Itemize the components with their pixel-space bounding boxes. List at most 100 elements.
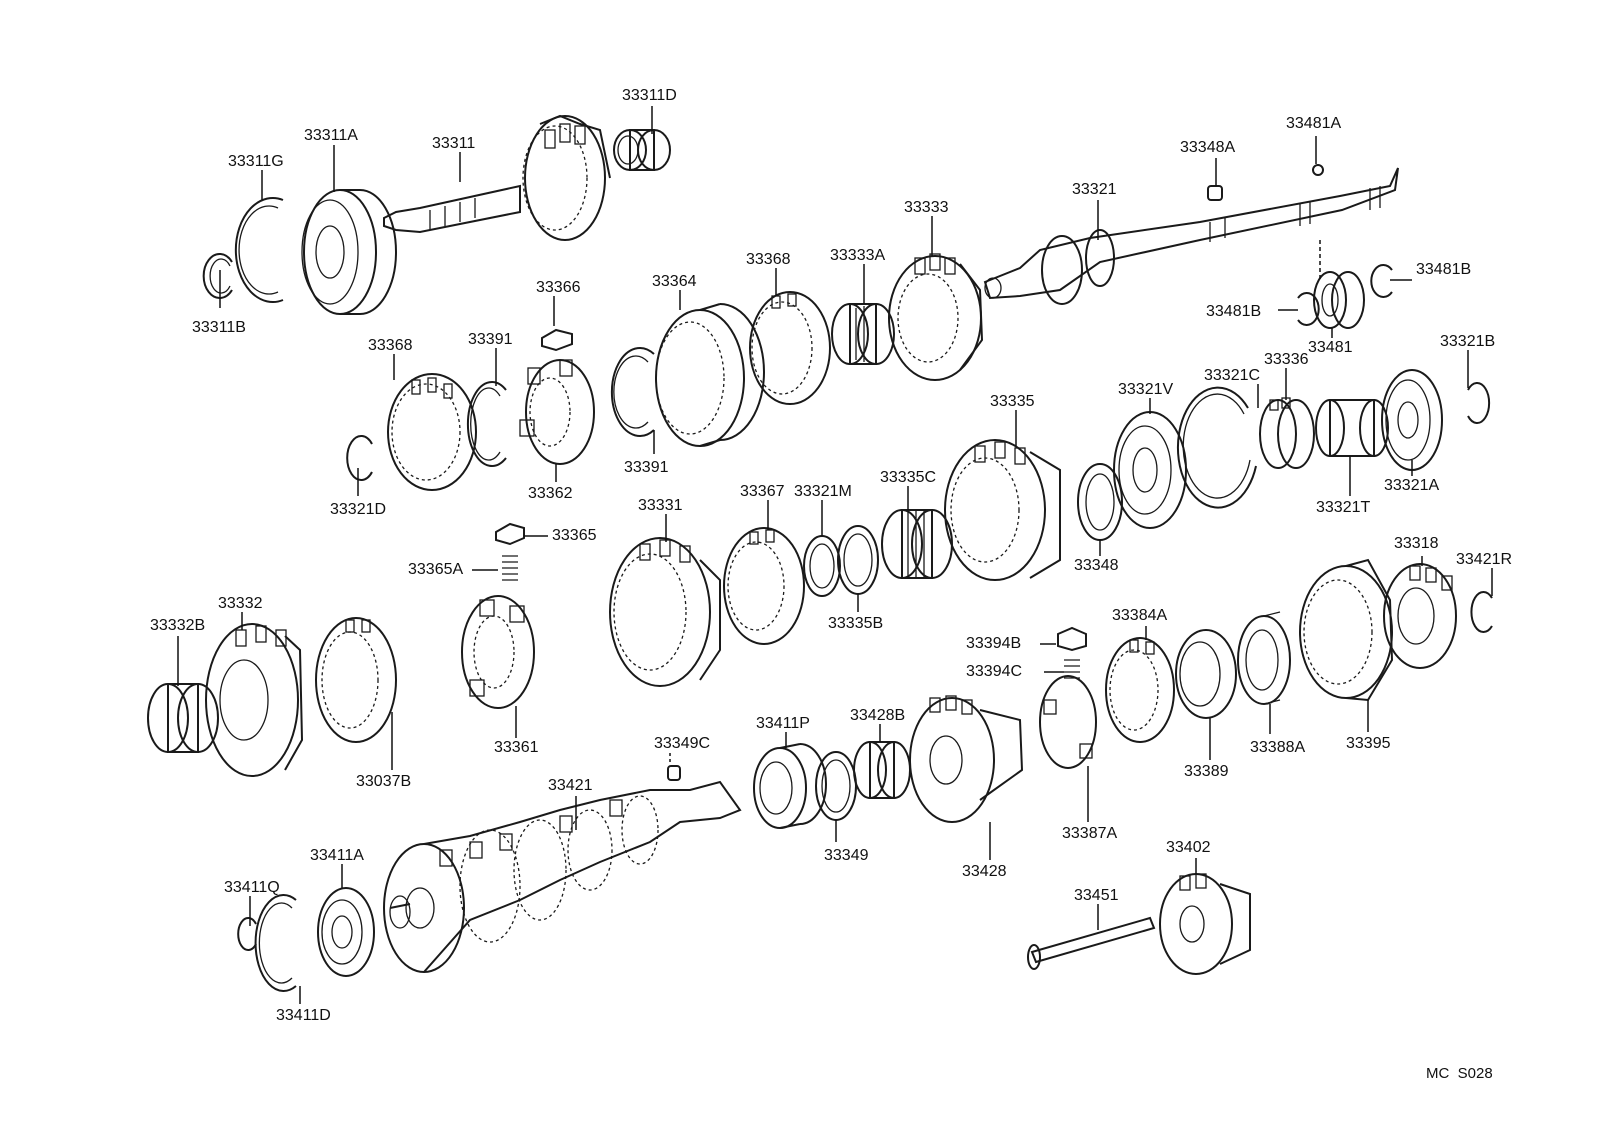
part-33037B-synchro-ring[interactable] — [315, 617, 397, 743]
label-33311G[interactable]: 33311G — [228, 153, 284, 170]
label-33367[interactable]: 33367 — [740, 483, 785, 500]
part-33364-hub-sleeve[interactable] — [655, 303, 765, 447]
part-33361-hub[interactable] — [461, 595, 535, 709]
label-33311D[interactable]: 33311D — [622, 87, 677, 104]
label-33333[interactable]: 33333 — [904, 199, 949, 216]
label-33335C[interactable]: 33335C — [880, 469, 936, 486]
label-33348[interactable]: 33348 — [1074, 557, 1119, 574]
part-33335C-needle-bearing[interactable] — [881, 509, 953, 579]
part-33321V-bearing[interactable] — [1113, 411, 1187, 529]
label-33321A[interactable]: 33321A — [1384, 477, 1439, 494]
label-33481A[interactable]: 33481A — [1286, 115, 1341, 132]
label-33395[interactable]: 33395 — [1346, 735, 1391, 752]
label-33364[interactable]: 33364 — [652, 273, 697, 290]
label-33428B[interactable]: 33428B — [850, 707, 905, 724]
part-33428-gear[interactable] — [909, 695, 1024, 823]
label-33321[interactable]: 33321 — [1072, 181, 1117, 198]
label-33362[interactable]: 33362 — [528, 485, 573, 502]
part-33481B-snap-ring-right[interactable] — [1370, 264, 1393, 298]
part-33368-synchro-ring-left[interactable] — [387, 373, 477, 491]
part-33394C-spring[interactable] — [1064, 659, 1080, 679]
part-33367-synchro-ring[interactable] — [723, 527, 805, 645]
part-33366-shifting-key[interactable] — [541, 328, 573, 352]
label-33481B-right[interactable]: 33481B — [1416, 261, 1471, 278]
label-33361[interactable]: 33361 — [494, 739, 539, 756]
label-33411P[interactable]: 33411P — [756, 715, 810, 732]
label-33411D[interactable]: 33411D — [276, 1007, 331, 1024]
part-33411D-snap-ring[interactable] — [254, 894, 297, 992]
part-33311-input-shaft[interactable] — [383, 114, 611, 241]
part-33362-shifting-key-spring[interactable] — [519, 359, 595, 465]
part-33368-synchro-ring-top[interactable] — [749, 291, 831, 405]
part-33321C-snap-ring[interactable] — [1176, 386, 1257, 509]
label-33331[interactable]: 33331 — [638, 497, 683, 514]
part-33395-gear[interactable] — [1299, 558, 1394, 702]
part-33336-gear[interactable] — [1259, 397, 1315, 469]
label-33402[interactable]: 33402 — [1166, 839, 1211, 856]
label-33037B[interactable]: 33037B — [356, 773, 411, 790]
label-33349[interactable]: 33349 — [824, 847, 869, 864]
part-33349-washer[interactable] — [815, 751, 857, 821]
part-33391-ring-right[interactable] — [610, 347, 655, 437]
label-33389[interactable]: 33389 — [1184, 763, 1229, 780]
label-33321M[interactable]: 33321M — [794, 483, 852, 500]
part-33481B-snap-ring-left[interactable] — [1297, 292, 1320, 326]
label-33335B[interactable]: 33335B — [828, 615, 883, 632]
part-33311B-snap-ring[interactable] — [202, 253, 233, 299]
label-33321D[interactable]: 33321D — [330, 501, 386, 518]
label-33391-bottom[interactable]: 33391 — [624, 459, 669, 476]
label-33321C[interactable]: 33321C — [1204, 367, 1260, 384]
label-33349C[interactable]: 33349C — [654, 735, 710, 752]
part-33321-output-shaft[interactable] — [983, 167, 1399, 305]
part-33349C-pin[interactable] — [667, 765, 681, 781]
label-33451[interactable]: 33451 — [1074, 887, 1119, 904]
part-33332B-needle-bearing[interactable] — [147, 683, 219, 753]
label-33332B[interactable]: 33332B — [150, 617, 205, 634]
part-33421-countershaft-gear[interactable] — [383, 780, 742, 973]
part-33411P-bearing[interactable] — [753, 743, 827, 829]
label-33321V[interactable]: 33321V — [1118, 381, 1173, 398]
label-33394B[interactable]: 33394B — [966, 635, 1021, 652]
label-33321B[interactable]: 33321B — [1440, 333, 1495, 350]
part-33421R-snap-ring[interactable] — [1470, 591, 1493, 633]
part-33387A-hub[interactable] — [1039, 675, 1097, 769]
label-33318[interactable]: 33318 — [1394, 535, 1439, 552]
label-33428[interactable]: 33428 — [962, 863, 1007, 880]
part-33402-idler-gear[interactable] — [1159, 873, 1251, 975]
label-33411A[interactable]: 33411A — [310, 847, 364, 864]
label-33481B-left[interactable]: 33481B — [1206, 303, 1261, 320]
label-33333A[interactable]: 33333A — [830, 247, 885, 264]
part-33451-idler-shaft[interactable] — [1027, 916, 1156, 970]
label-33321T[interactable]: 33321T — [1316, 499, 1370, 516]
label-33336[interactable]: 33336 — [1264, 351, 1309, 368]
part-33411Q-snap-ring[interactable] — [237, 917, 257, 951]
part-33388A-bearing[interactable] — [1237, 611, 1291, 705]
part-33332-gear[interactable] — [205, 623, 304, 777]
part-33481A-ball[interactable] — [1312, 164, 1324, 176]
part-33318-gear[interactable] — [1383, 563, 1457, 669]
part-33348-thrust-washer[interactable] — [1077, 463, 1123, 541]
part-33428B-needle-bearing[interactable] — [853, 741, 911, 799]
part-33384A-synchro-ring[interactable] — [1105, 637, 1175, 743]
part-33389-ring[interactable] — [1175, 629, 1237, 719]
label-33421[interactable]: 33421 — [548, 777, 593, 794]
part-33335-gear[interactable] — [944, 439, 1061, 581]
part-33348A-pin[interactable] — [1207, 185, 1223, 201]
label-33366[interactable]: 33366 — [536, 279, 581, 296]
part-33391-ring-left[interactable] — [466, 381, 507, 467]
label-33311[interactable]: 33311 — [432, 135, 475, 152]
part-33333A-needle-bearing[interactable] — [831, 303, 895, 365]
label-33335[interactable]: 33335 — [990, 393, 1035, 410]
part-33321B-snap-ring[interactable] — [1467, 382, 1491, 424]
part-33335B-washer[interactable] — [837, 525, 879, 595]
part-33481-collar[interactable] — [1313, 271, 1365, 329]
label-33368-left[interactable]: 33368 — [368, 337, 413, 354]
label-33421R[interactable]: 33421R — [1456, 551, 1512, 568]
part-33321D-snap-ring[interactable] — [346, 435, 373, 481]
label-33365[interactable]: 33365 — [552, 527, 597, 544]
label-33368-top[interactable]: 33368 — [746, 251, 791, 268]
label-33411Q[interactable]: 33411Q — [224, 879, 280, 896]
label-33388A[interactable]: 33388A — [1250, 739, 1305, 756]
part-33311D-needle-bearing[interactable] — [613, 129, 671, 171]
part-33394B-shifting-key[interactable] — [1057, 626, 1087, 652]
